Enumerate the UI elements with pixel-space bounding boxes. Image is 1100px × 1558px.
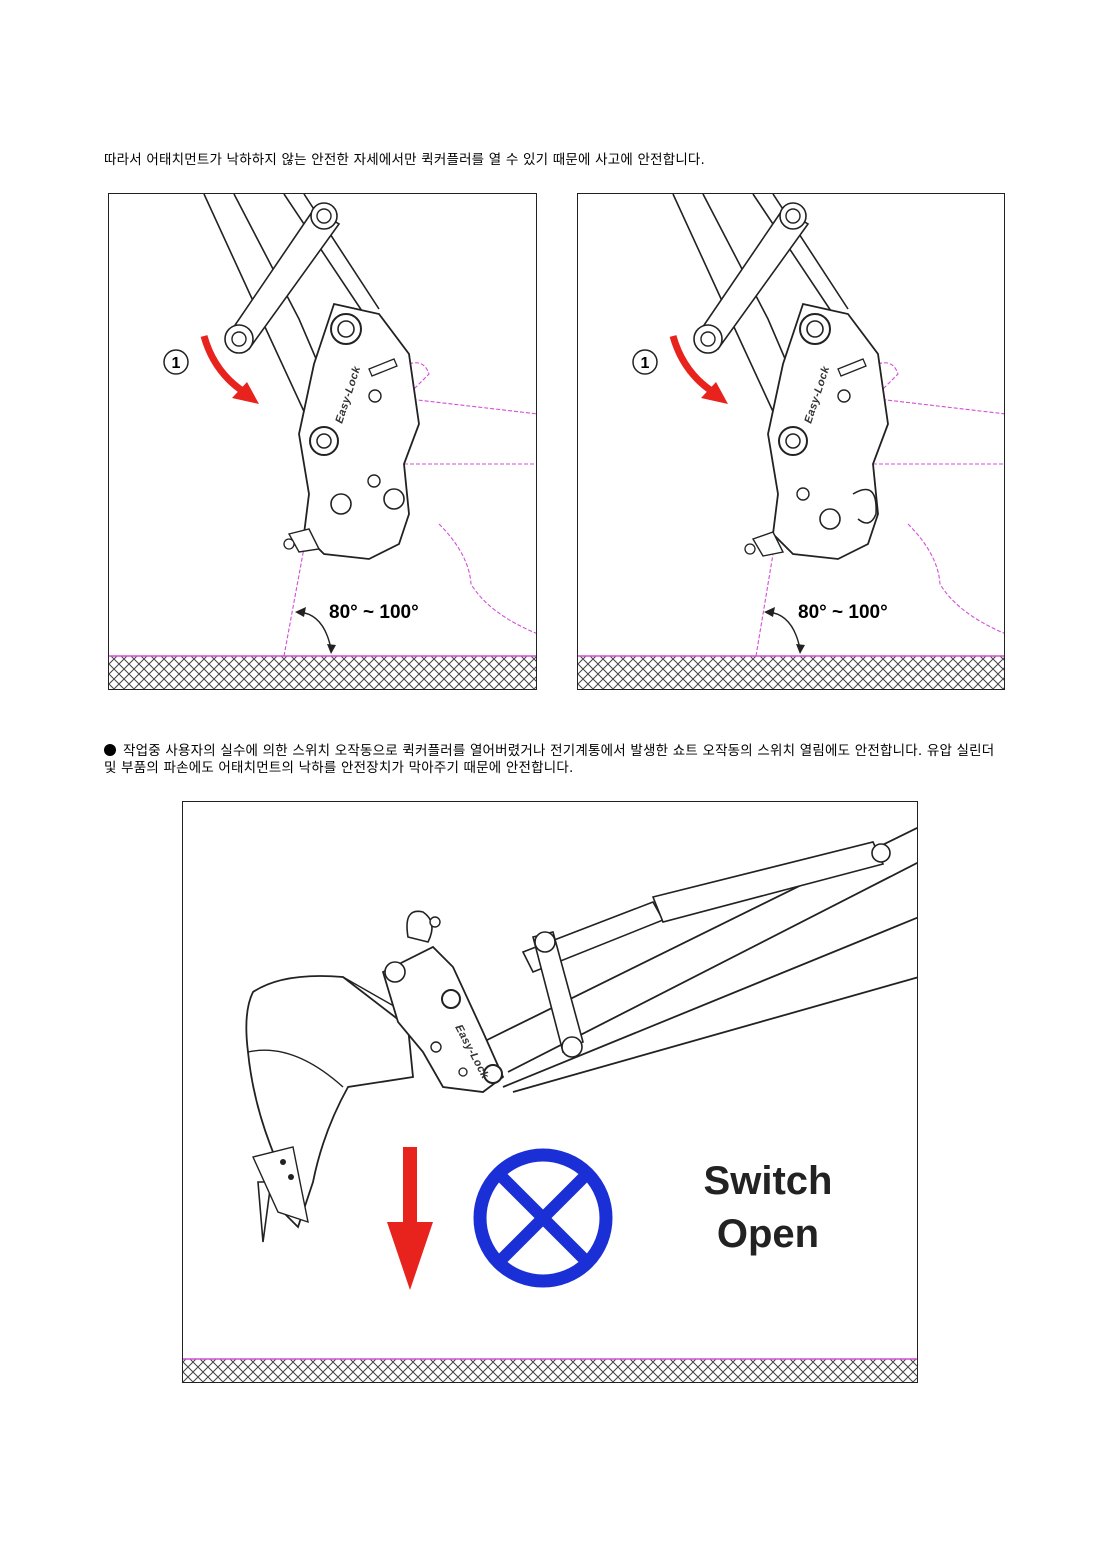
prohibition-icon — [473, 1148, 613, 1288]
bullet-icon — [104, 744, 116, 756]
angle-arc-icon — [767, 611, 801, 650]
step-number: 1 — [172, 355, 181, 372]
curved-arrow-icon — [200, 335, 246, 395]
switch-label-line1: Switch — [704, 1159, 833, 1203]
quick-coupler — [381, 945, 505, 1093]
angle-label: 80° ~ 100° — [798, 602, 888, 623]
bullet-text: 작업중 사용자의 실수에 의한 스위치 오작동으로 퀵커플러를 열어버렸거나 전… — [104, 743, 995, 776]
switch-label-line2: Open — [717, 1212, 819, 1256]
figure-panel-left: Easy-Lock 1 80° ~ 100° — [108, 193, 537, 690]
coupler-diagram-left: Easy-Lock 1 80° ~ 100° — [109, 194, 536, 689]
step-number-circle — [163, 349, 189, 375]
bullet-paragraph: 작업중 사용자의 실수에 의한 스위치 오작동으로 퀵커플러를 열어버렸거나 전… — [104, 743, 1004, 777]
ground-hatch — [578, 656, 1004, 689]
intro-text: 따라서 어태치먼트가 낙하하지 않는 안전한 자세에서만 퀵커플러를 열 수 있… — [104, 152, 706, 168]
step-number: 1 — [641, 355, 650, 372]
figure-panel-bottom: Easy-Lock Switch Open — [182, 801, 918, 1383]
ground-hatch — [109, 656, 536, 689]
down-arrow-icon — [387, 1147, 433, 1290]
step-number-circle — [632, 349, 658, 375]
angle-label: 80° ~ 100° — [329, 602, 419, 623]
figure-panel-right: Easy-Lock 1 80° ~ 100° — [577, 193, 1005, 690]
ground-hatch — [183, 1359, 917, 1382]
curved-arrow-icon — [669, 335, 715, 395]
coupler-diagram-right: Easy-Lock 1 80° ~ 100° — [578, 194, 1004, 689]
excavator-diagram: Easy-Lock Switch Open — [183, 826, 917, 1382]
excavator-arm — [482, 826, 917, 1093]
angle-arc-icon — [298, 611, 332, 650]
